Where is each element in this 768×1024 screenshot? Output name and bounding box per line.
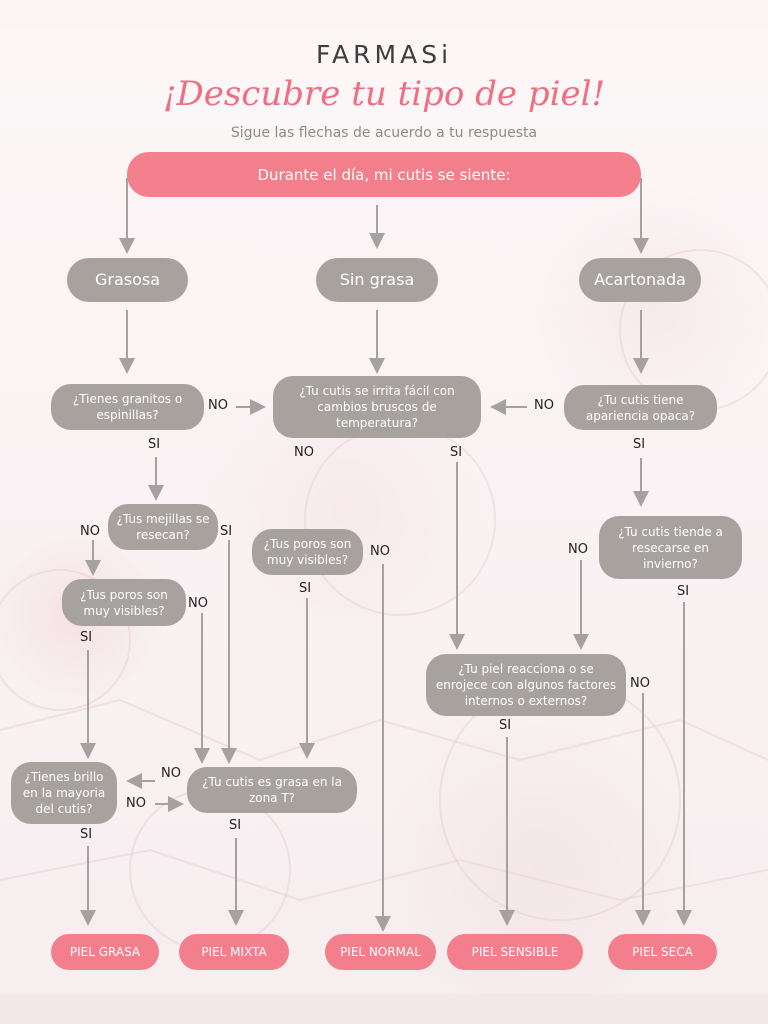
result-piel-sensible: PIEL SENSIBLE xyxy=(447,934,583,970)
answer-no-reacciona: NO xyxy=(630,676,650,691)
question-zona-t: ¿Tu cutis es grasa en la zona T? xyxy=(187,767,357,813)
question-poros-center: ¿Tus poros son muy visibles? xyxy=(252,529,363,575)
answer-si-opaca: SI xyxy=(633,437,645,452)
result-piel-normal: PIEL NORMAL xyxy=(325,934,436,970)
answer-si-zona-t: SI xyxy=(229,818,241,833)
question-mejillas: ¿Tus mejillas se resecan? xyxy=(108,504,218,550)
answer-no-poros-left: NO xyxy=(188,596,208,611)
question-reacciona: ¿Tu piel reacciona o se enrojece con alg… xyxy=(426,654,626,716)
answer-si-reacciona: SI xyxy=(499,718,511,733)
option-acartonada: Acartonada xyxy=(579,258,701,302)
answer-si-granitos: SI xyxy=(148,437,160,452)
answer-no-invierno: NO xyxy=(568,542,588,557)
answer-si-poros-center: SI xyxy=(299,581,311,596)
question-opaca: ¿Tu cutis tiene apariencia opaca? xyxy=(564,385,717,430)
question-brillo: ¿Tienes brillo en la mayoria del cutis? xyxy=(11,762,117,824)
result-piel-grasa: PIEL GRASA xyxy=(51,934,159,970)
answer-no-irrita: NO xyxy=(294,445,314,460)
answer-no-poros-center: NO xyxy=(370,544,390,559)
result-piel-seca: PIEL SECA xyxy=(608,934,717,970)
answer-no-zona-t: NO xyxy=(161,766,181,781)
question-irrita: ¿Tu cutis se irrita fácil con cambios br… xyxy=(273,376,481,438)
answer-no-brillo: NO xyxy=(126,796,146,811)
result-piel-mixta: PIEL MIXTA xyxy=(179,934,289,970)
answer-si-poros-left: SI xyxy=(80,630,92,645)
answer-no-opaca: NO xyxy=(534,398,554,413)
answer-si-irrita: SI xyxy=(450,445,462,460)
answer-si-invierno: SI xyxy=(677,584,689,599)
start-question-bar: Durante el día, mi cutis se siente: xyxy=(127,152,641,197)
option-sin-grasa: Sin grasa xyxy=(316,258,438,302)
answer-si-brillo: SI xyxy=(80,827,92,842)
question-poros-left: ¿Tus poros son muy visibles? xyxy=(62,579,186,626)
option-grasosa: Grasosa xyxy=(67,258,188,302)
page-subtitle: Sigue las flechas de acuerdo a tu respue… xyxy=(0,125,768,141)
question-reseca-invierno: ¿Tu cutis tiende a resecarse en invierno… xyxy=(599,516,742,579)
answer-no-granitos: NO xyxy=(208,398,228,413)
answer-no-mejillas: NO xyxy=(80,524,100,539)
answer-si-mejillas: SI xyxy=(220,524,232,539)
page-title: ¡Descubre tu tipo de piel! xyxy=(0,74,768,114)
brand-logo: FARMASi xyxy=(0,40,768,69)
question-granitos: ¿Tienes granitos o espinillas? xyxy=(51,384,204,430)
